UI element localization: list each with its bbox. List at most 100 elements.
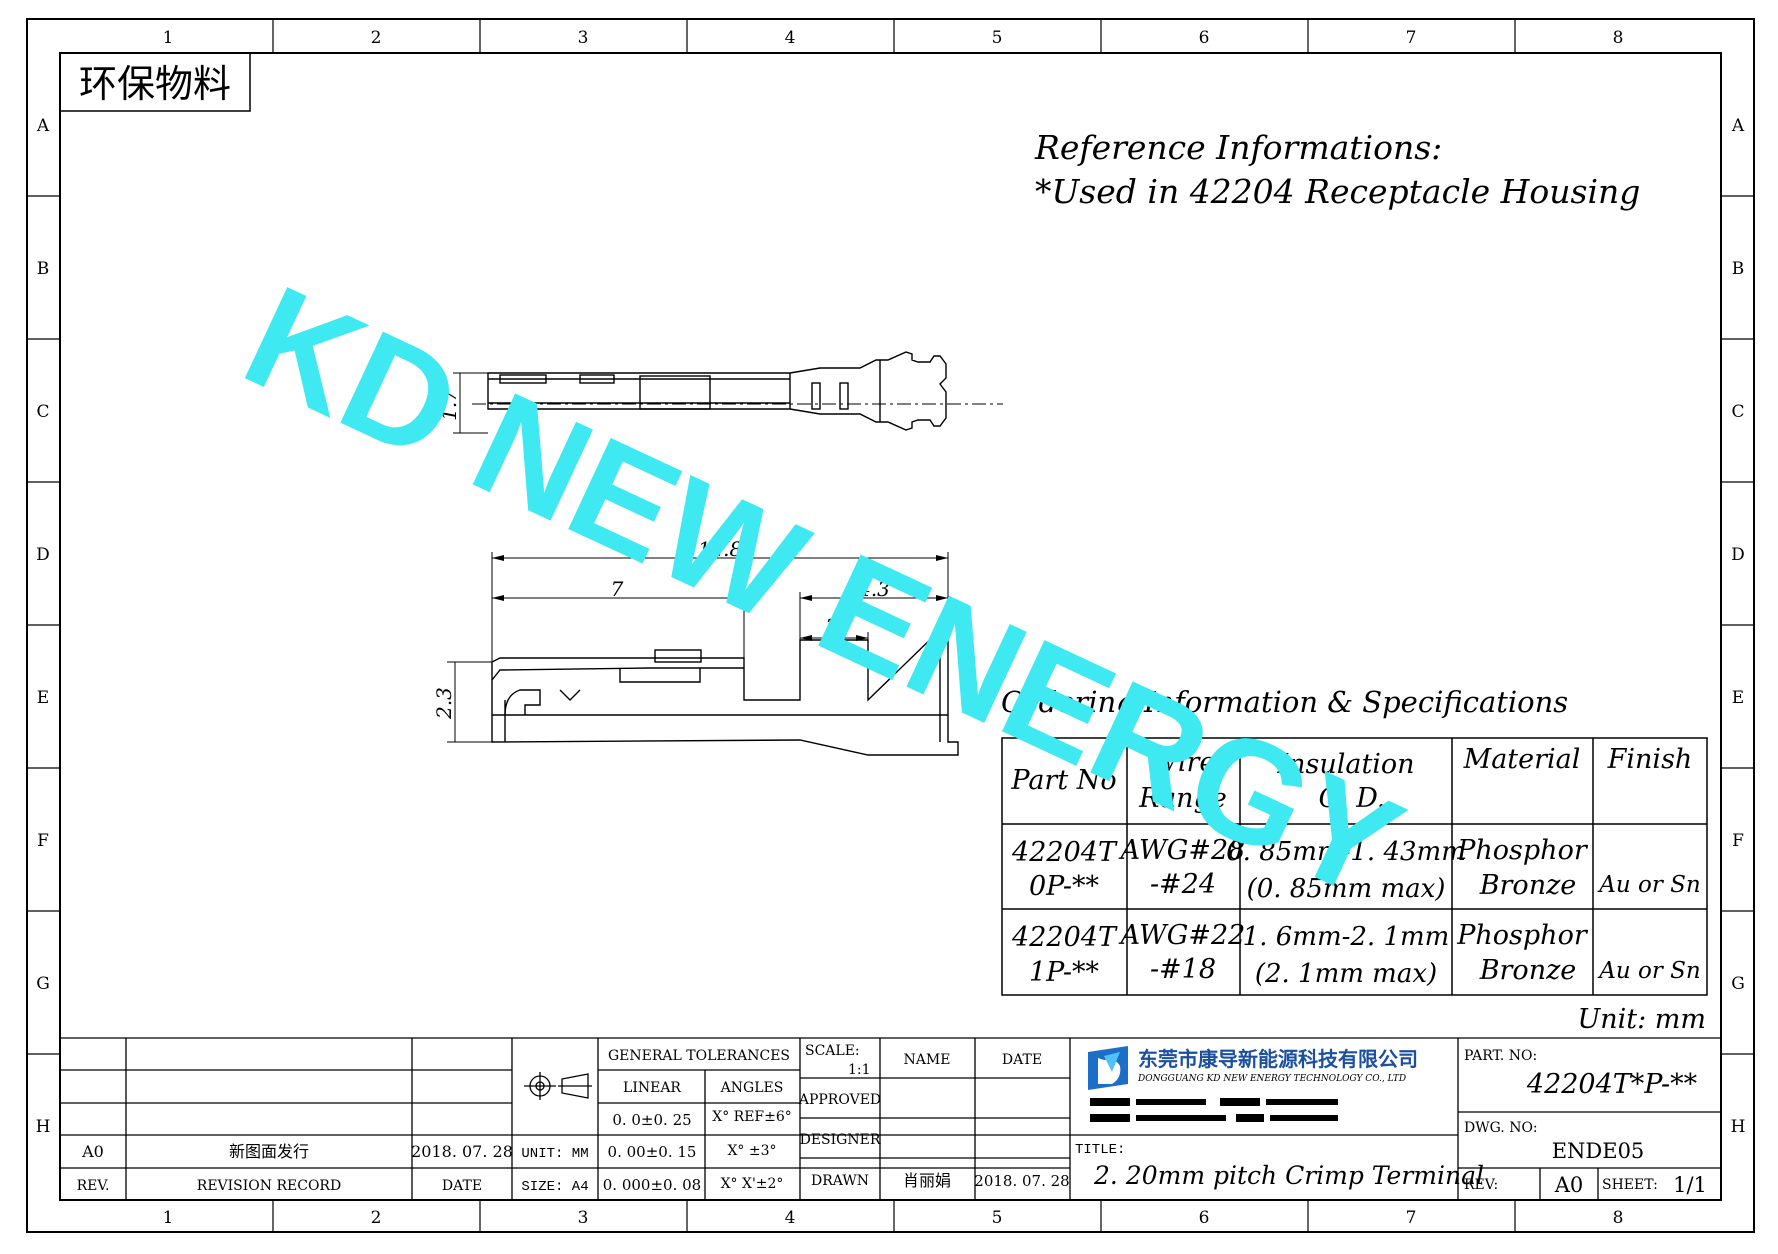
rev-date-label: DATE bbox=[442, 1178, 482, 1194]
dim-height-side bbox=[447, 661, 492, 743]
col-label-bottom-8: 8 bbox=[1613, 1208, 1624, 1228]
table-row: 42204T 1P-** AWG#22 -#18 1. 6mm-2. 1mm (… bbox=[1011, 920, 1701, 989]
row2-part-2: 1P-** bbox=[1029, 957, 1099, 988]
rev-value: A0 bbox=[81, 1142, 104, 1161]
row1-finish: Au or Sn bbox=[1597, 872, 1700, 898]
row-label-left-g: G bbox=[36, 974, 50, 994]
rev-date-value: 2018. 07. 28 bbox=[411, 1142, 513, 1161]
rev-label: REV. bbox=[77, 1178, 110, 1194]
col-label-bottom-5: 5 bbox=[992, 1208, 1003, 1228]
row1-part-1: 42204T bbox=[1011, 837, 1118, 868]
col-label-bottom-4: 4 bbox=[785, 1208, 796, 1228]
watermark: KD NEW ENERGY bbox=[223, 254, 1424, 930]
terminal-top-view bbox=[487, 351, 947, 431]
ordering-title: Ordering Information & Specifications bbox=[1001, 685, 1568, 719]
date-label: DATE bbox=[1002, 1052, 1042, 1068]
rev-block-label: REV: bbox=[1464, 1177, 1498, 1193]
reference-line-2: *Used in 42204 Receptacle Housing bbox=[1035, 172, 1640, 211]
header-insulation-1: Insulation bbox=[1276, 749, 1414, 780]
dim-arrows bbox=[492, 555, 948, 641]
row-label-left-h: H bbox=[36, 1117, 51, 1137]
drawn-name: 肖丽娟 bbox=[903, 1171, 951, 1190]
linear-tol-2: 0. 00±0. 15 bbox=[608, 1143, 697, 1161]
sheet-label: SHEET: bbox=[1602, 1177, 1658, 1193]
col-label-bottom-7: 7 bbox=[1406, 1208, 1417, 1228]
header-wire-range-2: Range bbox=[1138, 783, 1227, 814]
frame-zone-lines bbox=[27, 19, 1754, 1232]
row2-wire-2: -#18 bbox=[1150, 954, 1216, 985]
dwg-no-label: DWG. NO: bbox=[1464, 1120, 1538, 1136]
part-no-value: 42204T*P-** bbox=[1526, 1069, 1698, 1100]
header-wire-range-1: Wire bbox=[1151, 747, 1216, 778]
linear-tol-3: 0. 000±0. 08 bbox=[603, 1176, 701, 1194]
header-part-no: Part No bbox=[1010, 765, 1116, 796]
sheet-value: 1/1 bbox=[1673, 1173, 1707, 1197]
name-label: NAME bbox=[904, 1052, 951, 1068]
linear-label: LINEAR bbox=[623, 1080, 681, 1096]
size-label: SIZE: A4 bbox=[521, 1179, 588, 1195]
row-label-right-b: B bbox=[1732, 259, 1745, 279]
row1-ins-2: (0. 85mm max) bbox=[1247, 874, 1446, 904]
rev-record-value: 新图面发行 bbox=[229, 1142, 309, 1161]
row1-wire-1: AWG#28 bbox=[1118, 835, 1246, 866]
col-label-top-2: 2 bbox=[371, 28, 382, 48]
rev-record-label: REVISION RECORD bbox=[197, 1178, 341, 1194]
row2-mat-2: Bronze bbox=[1479, 955, 1577, 986]
terminal-side-view bbox=[491, 627, 959, 756]
approved-label: APPROVED bbox=[798, 1092, 881, 1108]
dim-height-top-label: 1.7 bbox=[437, 389, 461, 421]
tolerances-title: GENERAL TOLERANCES bbox=[608, 1048, 790, 1064]
dim-height-side-label: 2.3 bbox=[432, 687, 456, 720]
row-label-right-h: H bbox=[1731, 1117, 1746, 1137]
table-row: 42204T 0P-** AWG#28 -#24 0. 85mm-1. 43mm… bbox=[1011, 835, 1701, 904]
drawn-date: 2018. 07. 28 bbox=[974, 1172, 1069, 1190]
header-finish: Finish bbox=[1607, 744, 1693, 775]
row-label-left-d: D bbox=[36, 545, 50, 565]
row-label-right-d: D bbox=[1731, 545, 1745, 565]
row2-mat-1: Phosphor bbox=[1456, 920, 1589, 951]
col-label-top-3: 3 bbox=[578, 28, 589, 48]
projection-symbol-icon bbox=[524, 1072, 592, 1100]
col-label-top-4: 4 bbox=[785, 28, 796, 48]
col-label-top-5: 5 bbox=[992, 28, 1003, 48]
drawing-title: 2. 20mm pitch Crimp Terminal bbox=[1093, 1161, 1484, 1190]
row1-ins-1: 0. 85mm-1. 43mm bbox=[1226, 837, 1466, 867]
row-label-right-g: G bbox=[1731, 974, 1745, 994]
dim-crimp-length: 4.3 bbox=[857, 577, 890, 601]
scale-label: SCALE: bbox=[805, 1043, 860, 1059]
col-label-top-6: 6 bbox=[1199, 28, 1210, 48]
title-label: TITLE: bbox=[1075, 1142, 1125, 1158]
row1-mat-1: Phosphor bbox=[1456, 835, 1589, 866]
ordering-table-grid bbox=[1001, 737, 1708, 996]
col-label-top-7: 7 bbox=[1406, 28, 1417, 48]
company-logo bbox=[1088, 1046, 1128, 1090]
row2-part-1: 42204T bbox=[1011, 922, 1118, 953]
angles-label: ANGLES bbox=[720, 1080, 784, 1096]
company-name-cn: 东莞市康导新能源科技有限公司 bbox=[1138, 1047, 1418, 1071]
row-label-left-a: A bbox=[36, 116, 50, 136]
angle-tol-1: X° REF±6° bbox=[712, 1109, 792, 1125]
row2-finish: Au or Sn bbox=[1597, 958, 1700, 984]
row-label-left-f: F bbox=[37, 831, 49, 851]
part-no-label: PART. NO: bbox=[1464, 1048, 1537, 1064]
header-insulation-2: O. D. bbox=[1319, 783, 1386, 814]
row1-part-2: 0P-** bbox=[1029, 871, 1099, 902]
eco-tag-box bbox=[59, 52, 251, 112]
dim-overall-length: 12.8 bbox=[698, 537, 743, 561]
unit-label: UNIT: MM bbox=[521, 1146, 588, 1162]
row1-wire-2: -#24 bbox=[1150, 869, 1216, 900]
row2-wire-1: AWG#22 bbox=[1118, 920, 1246, 951]
row-label-left-b: B bbox=[37, 259, 50, 279]
row-label-left-e: E bbox=[37, 688, 49, 708]
row2-ins-1: 1. 6mm-2. 1mm bbox=[1243, 922, 1450, 952]
designer-label: DESIGNER bbox=[800, 1132, 881, 1148]
col-label-bottom-3: 3 bbox=[578, 1208, 589, 1228]
dim-height-top bbox=[453, 372, 488, 434]
col-label-top-8: 8 bbox=[1613, 28, 1624, 48]
scale-value: 1:1 bbox=[848, 1062, 871, 1078]
angle-tol-2: X° ±3° bbox=[727, 1143, 776, 1159]
row-label-right-a: A bbox=[1731, 116, 1745, 136]
row-label-left-c: C bbox=[36, 402, 49, 422]
